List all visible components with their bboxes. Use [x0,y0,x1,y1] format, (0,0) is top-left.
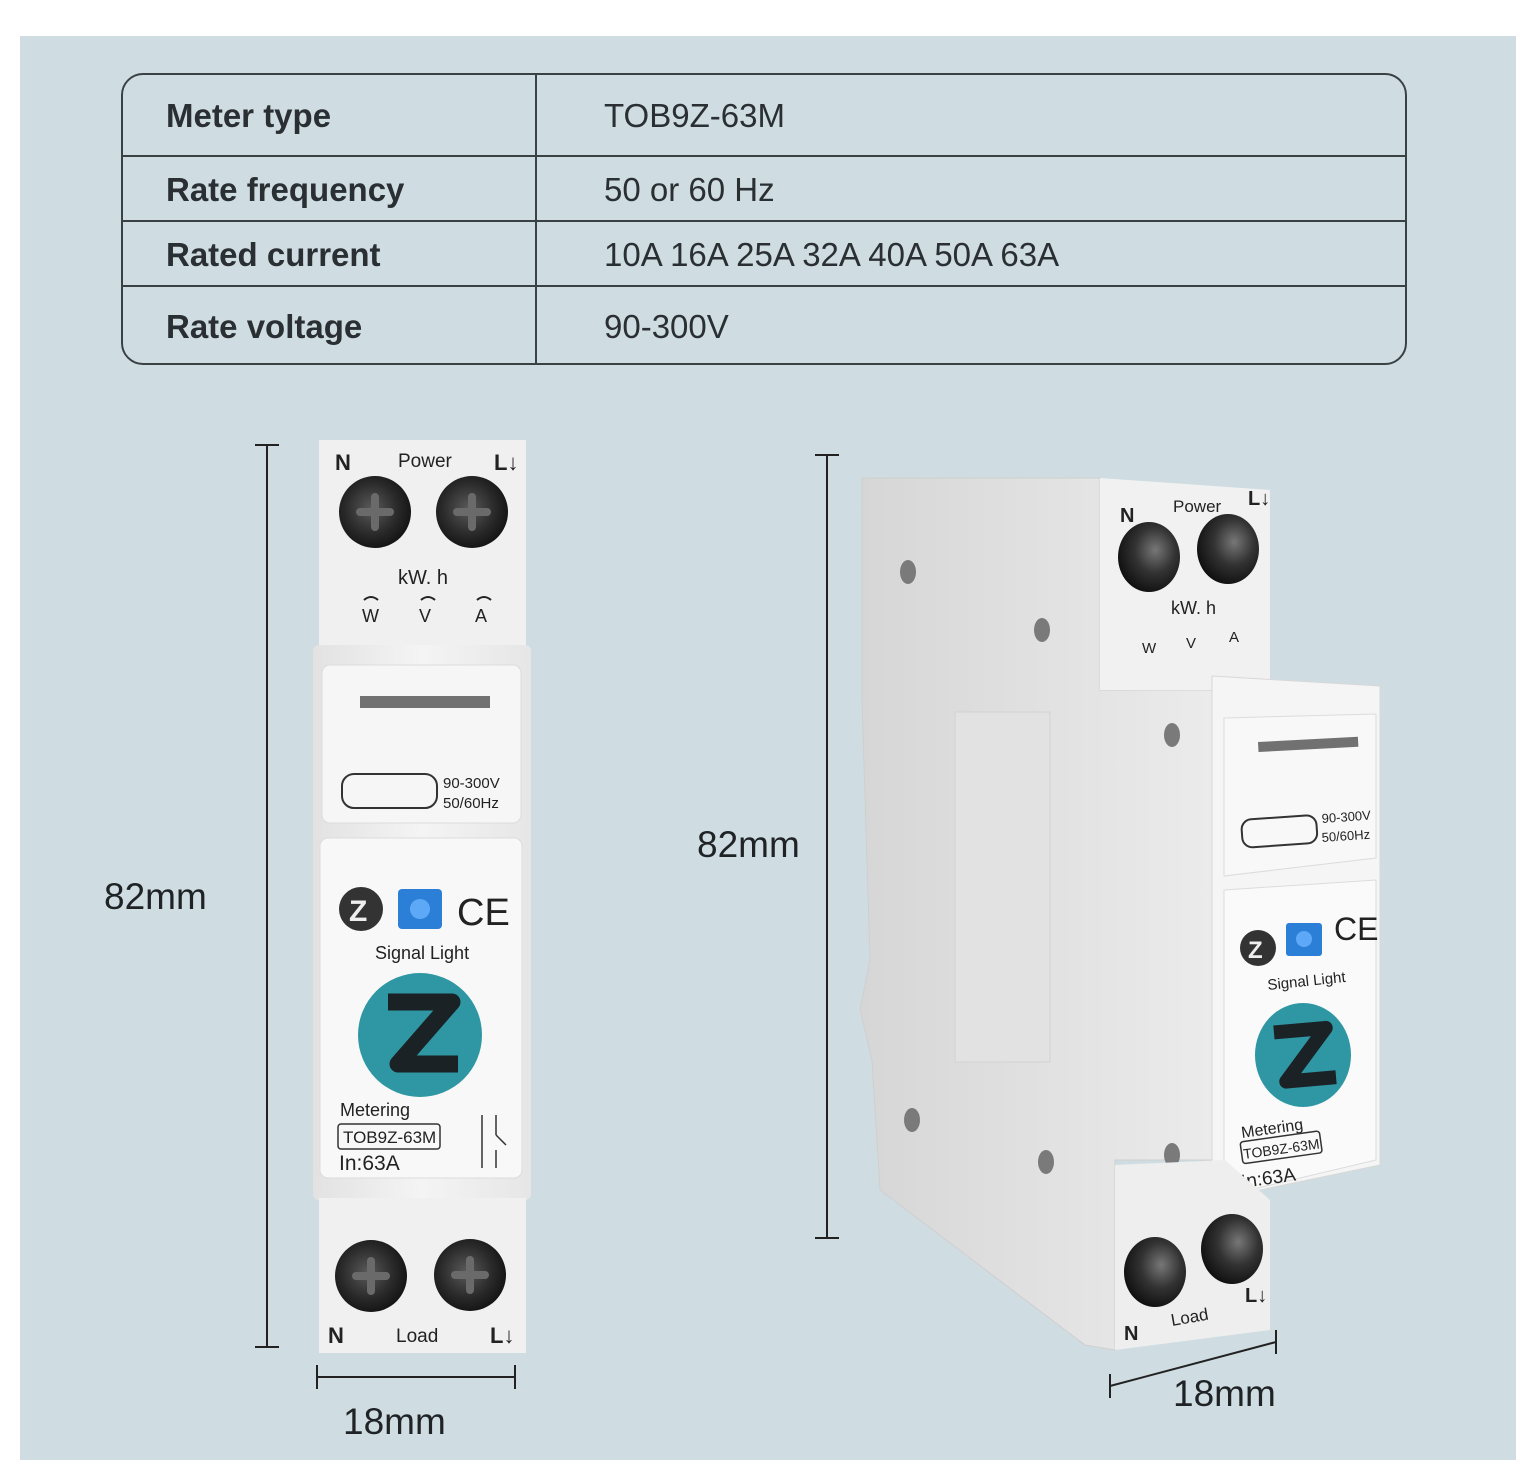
side-zigbee-badge [1240,814,1319,849]
front-top-screw-right [436,476,508,548]
side-model-box [1239,1130,1323,1165]
side-width-label: 18mm [1173,1373,1276,1414]
spec-row-meter-type: Meter type TOB9Z-63M [123,75,1405,157]
front-metering-label: Metering [340,1100,410,1120]
front-a-label: A [475,606,487,626]
spec-label: Rate frequency [166,171,405,208]
side-kwh-label: kW. h [1171,598,1216,618]
front-signal-light-label: Signal Light [375,943,469,963]
side-top-hole-left [1118,522,1180,592]
side-brand-logo [1258,736,1359,752]
side-width-dimension-line [1109,1330,1277,1398]
side-hole-4 [904,1108,920,1132]
side-bottom-hole-right [1201,1214,1263,1284]
side-freq-label: 50/60Hz [1321,827,1370,845]
side-hole-6 [1164,1143,1180,1167]
front-brand-logo [360,696,490,708]
side-hole-3 [1164,723,1180,747]
front-bottom-screw-right [434,1239,506,1311]
spec-row-rate-frequency: Rate frequency 50 or 60 Hz [123,155,1405,223]
front-height-label: 82mm [104,876,207,917]
spec-label: Rate voltage [166,308,363,345]
spec-row-rated-current: Rated current 10A 16A 25A 32A 40A 50A 63… [123,220,1405,288]
front-height-dimension-line [255,444,279,1348]
side-v-label: V [1186,635,1196,652]
front-top-terminal-block [319,440,526,650]
front-wiring-symbol [481,1115,507,1168]
side-bottom-hole-left [1124,1237,1186,1307]
front-bottom-n-label: N [328,1323,344,1348]
front-zigbee-logo [358,973,482,1097]
side-a-label: A [1229,629,1239,646]
side-hole-2 [1034,618,1050,642]
side-hole-5 [1038,1150,1054,1174]
svg-text:Z: Z [1248,937,1263,964]
side-top-power-label: Power [1173,497,1222,516]
spec-table: Meter type TOB9Z-63M Rate frequency 50 o… [121,73,1407,365]
side-w-label: W [1142,640,1157,657]
front-top-screw-left [339,476,411,548]
spec-row-rate-voltage: Rate voltage 90-300V [123,285,1405,363]
side-hole-1 [900,560,916,584]
side-voltage-label: 90-300V [1321,808,1371,826]
front-w-label: W [362,606,379,626]
front-v-label: V [419,606,431,626]
spec-column-divider [535,75,537,363]
side-zigbee-logo [1255,1003,1351,1107]
side-zigbee-small-icon: Z [1240,930,1276,966]
side-brand-panel [1223,713,1377,877]
front-bottom-screw-left [335,1240,407,1312]
front-top-n-label: N [335,450,351,475]
side-bottom-l-label: L↓ [1245,1285,1267,1307]
front-bottom-load-label: Load [396,1326,438,1347]
side-height-label: 82mm [697,824,800,865]
spec-value: 50 or 60 Hz [604,171,775,208]
spec-value: 90-300V [604,308,729,345]
front-rating-label: In:63A [339,1152,400,1175]
front-freq-label: 50/60Hz [443,795,499,812]
front-voltage-label: 90-300V [443,775,500,792]
front-zigbee-small-icon: Z [339,887,383,931]
side-height-dimension-line [815,454,839,1239]
front-top-l-label: L↓ [494,450,518,475]
front-top-power-label: Power [398,451,453,472]
front-model-label: TOB9Z-63M [343,1128,436,1147]
front-width-dimension-line [316,1365,516,1389]
side-top-n-label: N [1120,505,1134,527]
front-kwh-label: kW. h [398,567,448,589]
side-top-l-label: L↓ [1248,488,1270,510]
side-top-hole-right [1197,514,1259,584]
side-ce-mark: CE [1334,911,1378,947]
spec-value: 10A 16A 25A 32A 40A 50A 63A [604,236,1060,273]
front-model-box [337,1123,441,1150]
spec-label: Rated current [166,236,381,273]
front-zigbee-badge [341,773,438,809]
svg-text:Z: Z [349,895,367,928]
side-label-recess [954,711,1051,1063]
front-width-label: 18mm [343,1401,446,1442]
spec-value: TOB9Z-63M [604,97,785,134]
side-bottom-n-label: N [1124,1323,1138,1345]
front-bottom-l-label: L↓ [490,1323,514,1348]
front-ce-mark: CE [457,892,510,934]
spec-label: Meter type [166,97,332,134]
